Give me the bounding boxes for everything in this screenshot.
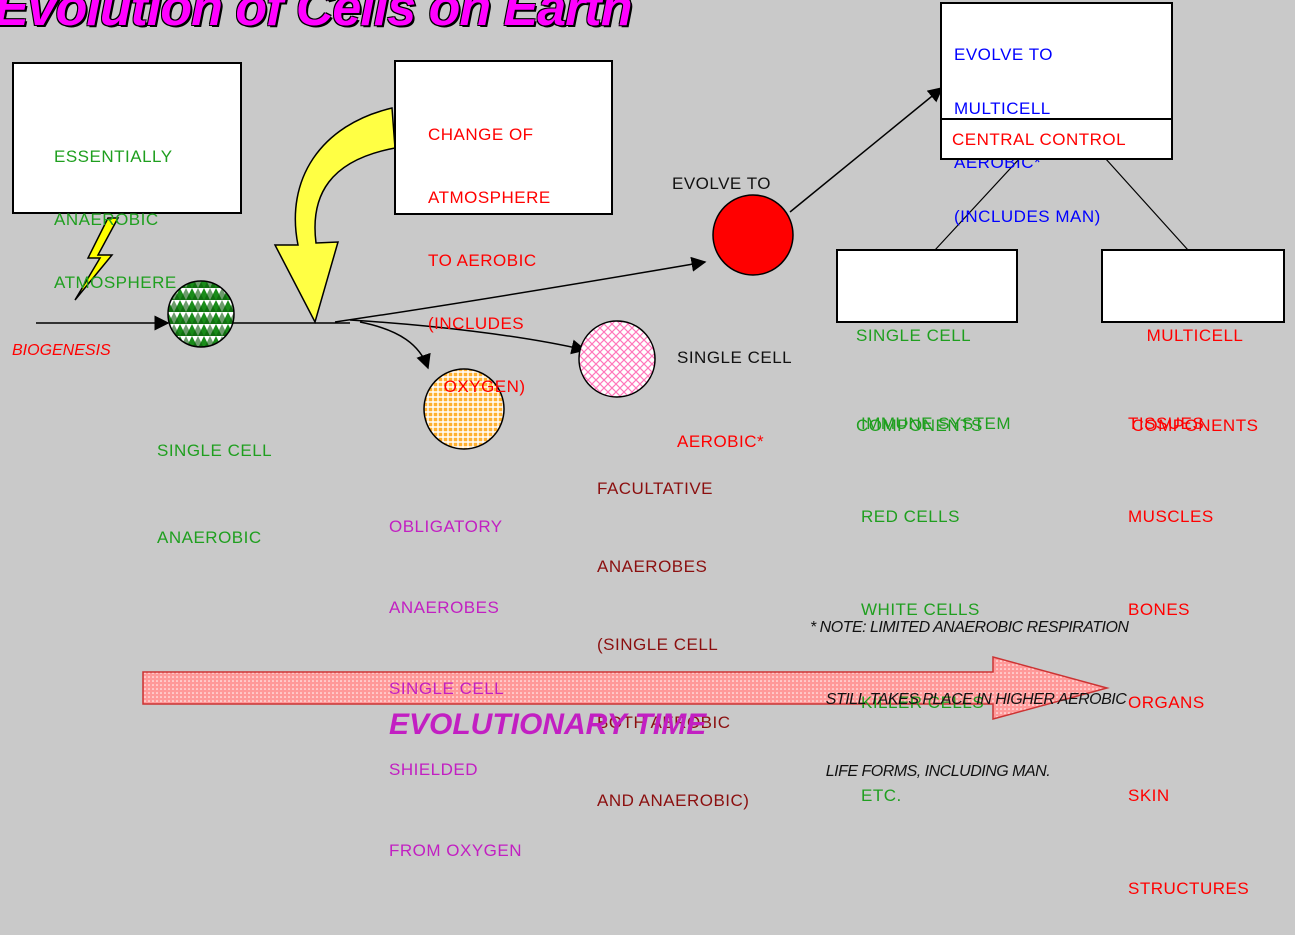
text-line: FACULTATIVE	[597, 476, 749, 502]
central-control-text: CENTRAL CONTROL	[952, 129, 1126, 150]
anaerobic-cell	[168, 281, 234, 347]
text-line: LIFE FORMS, INCLUDING MAN.	[810, 760, 1128, 784]
list-item: MUSCLES	[1128, 501, 1249, 532]
change-atmosphere-box: CHANGE OF ATMOSPHERE TO AEROBIC (INCLUDE…	[394, 60, 613, 215]
text-line: CHANGE OF	[428, 124, 551, 145]
text-line: SINGLE CELL	[157, 436, 272, 465]
multi-components-list: TISSUES MUSCLES BONES ORGANS SKIN STRUCT…	[1128, 346, 1249, 935]
line-to-multi-components	[1105, 158, 1188, 250]
text-line: STILL TAKES PLACE IN HIGHER AEROBIC	[810, 688, 1128, 712]
list-item: ORGANS	[1128, 687, 1249, 718]
text-line: SINGLE CELL	[677, 344, 792, 372]
evolve-multicell-box: EVOLVE TO MULTICELL AEROBIC* (INCLUDES M…	[940, 2, 1173, 120]
text-line: OXYGEN)	[428, 376, 551, 397]
anaerobic-atmosphere-text: ESSENTIALLY ANAEROBIC ATMOSPHERE	[54, 104, 177, 335]
facultative-cell	[579, 321, 655, 397]
text-line: FROM OXYGEN	[389, 837, 522, 864]
list-item: BONES	[1128, 594, 1249, 625]
text-line: ANAEROBIC	[157, 523, 272, 552]
text-line: ATMOSPHERE	[54, 272, 177, 293]
evolutionary-time-label: EVOLUTIONARY TIME	[389, 708, 706, 742]
text-line: ANAEROBES	[389, 594, 522, 621]
arrow-to-multicell	[790, 88, 942, 212]
central-control-box: CENTRAL CONTROL	[940, 118, 1173, 160]
text-line: ANAEROBES	[597, 554, 749, 580]
text-line: ATMOSPHERE	[428, 187, 551, 208]
text-line: * NOTE: LIMITED ANAEROBIC RESPIRATION	[810, 616, 1128, 640]
text-line: MULTICELL	[954, 100, 1101, 118]
curved-down-arrow-icon	[275, 108, 395, 322]
text-line: AND ANAEROBIC)	[597, 788, 749, 814]
single-cell-anaerobic-label: SINGLE CELL ANAEROBIC	[157, 378, 272, 581]
list-item: STRUCTURES	[1128, 873, 1249, 904]
branch-obligatory	[360, 322, 428, 368]
biogenesis-label: BIOGENESIS	[12, 342, 111, 360]
single-cell-components-box: SINGLE CELL COMPONENTS	[836, 249, 1018, 323]
obligatory-anaerobes-label: OBLIGATORY ANAEROBES SINGLE CELL SHIELDE…	[389, 459, 522, 891]
text-line: ANAEROBIC	[54, 209, 177, 230]
list-item: RED CELLS	[861, 501, 1011, 532]
evolve-to-label: EVOLVE TO	[672, 173, 771, 194]
footnote: * NOTE: LIMITED ANAEROBIC RESPIRATION ST…	[810, 568, 1128, 808]
aerobic-cell	[713, 195, 793, 275]
list-item: IMMUNE SYSTEM	[861, 408, 1011, 439]
text-line: (INCLUDES	[428, 313, 551, 334]
change-atmosphere-text: CHANGE OF ATMOSPHERE TO AEROBIC (INCLUDE…	[428, 82, 551, 439]
text-line: OBLIGATORY	[389, 513, 522, 540]
anaerobic-atmosphere-box: ESSENTIALLY ANAEROBIC ATMOSPHERE	[12, 62, 242, 214]
list-item: SKIN	[1128, 780, 1249, 811]
text-line: (SINGLE CELL	[597, 632, 749, 658]
text-line: (INCLUDES MAN)	[954, 208, 1101, 226]
text-line: EVOLVE TO	[954, 46, 1101, 64]
text-line: SHIELDED	[389, 756, 522, 783]
text-line: TO AEROBIC	[428, 250, 551, 271]
facultative-anaerobes-label: FACULTATIVE ANAEROBES (SINGLE CELL BOTH …	[597, 424, 749, 840]
text-line: SINGLE CELL	[389, 675, 522, 702]
text-line: ESSENTIALLY	[54, 146, 177, 167]
list-item: TISSUES	[1128, 408, 1249, 439]
multicell-components-box: MULTICELL COMPONENTS	[1101, 249, 1285, 323]
